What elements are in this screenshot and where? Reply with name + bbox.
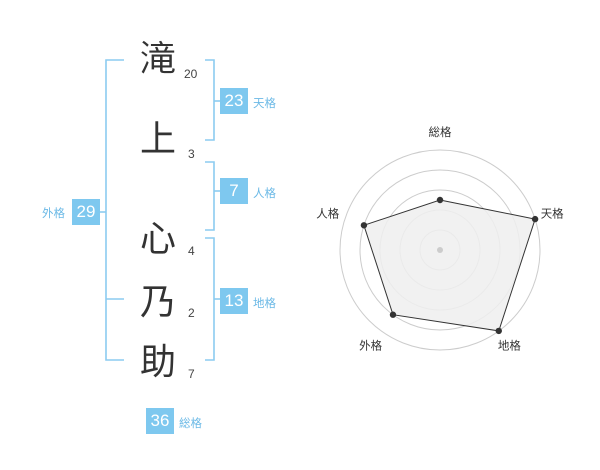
radar-grid-ring xyxy=(339,149,541,351)
jin-bracket xyxy=(205,161,215,231)
radar-axis-label-3: 地格 xyxy=(498,339,521,353)
radar-points xyxy=(360,196,539,335)
stroke-count-1: 20 xyxy=(184,67,198,81)
ten-label: 天格 xyxy=(253,96,276,110)
radar-axis-label-5: 人格 xyxy=(316,207,339,221)
radar-center-dot xyxy=(437,247,443,253)
radar-axis-label-4: 外格 xyxy=(359,339,382,353)
name-char-3: 心 xyxy=(140,219,177,260)
radar-point-4 xyxy=(389,311,397,318)
name-char-2: 上 xyxy=(140,119,177,160)
name-char-5: 助 xyxy=(140,342,177,383)
sou-label: 総格 xyxy=(179,416,202,430)
radar-point-3 xyxy=(495,327,502,335)
name-char-4: 乃 xyxy=(140,282,177,323)
radar-axis-label-2: 天格 xyxy=(541,207,564,221)
radar-point-5 xyxy=(360,222,368,229)
ten-bracket xyxy=(205,59,215,141)
gai-bracket xyxy=(105,59,124,361)
ten-value-badge: 23 xyxy=(220,88,248,114)
sou-value-badge: 36 xyxy=(146,408,174,434)
jin-label: 人格 xyxy=(253,186,276,200)
radar-series-polygon xyxy=(363,199,536,332)
gai-value-badge: 29 xyxy=(72,199,100,225)
stroke-count-2: 3 xyxy=(188,147,195,161)
radar-axis-label-1: 総格 xyxy=(429,125,452,139)
radar-point-1 xyxy=(436,196,444,204)
jin-value-badge: 7 xyxy=(220,178,248,204)
stroke-count-5: 7 xyxy=(188,367,195,381)
radar-point-2 xyxy=(531,215,539,223)
gai-label: 外格 xyxy=(42,206,65,220)
chi-value-badge: 13 xyxy=(220,288,248,314)
chi-label: 地格 xyxy=(253,296,276,310)
stroke-count-3: 4 xyxy=(188,244,195,258)
name-char-1: 滝 xyxy=(140,39,177,80)
stroke-count-4: 2 xyxy=(188,306,195,320)
